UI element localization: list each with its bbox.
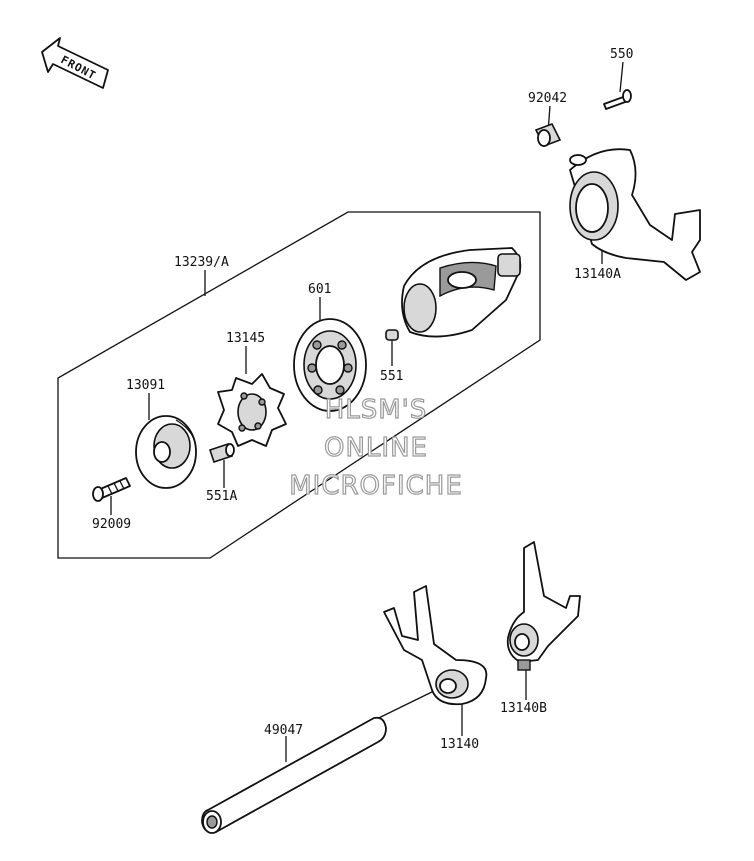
callout-551A: 551A (206, 489, 237, 504)
shift-cam-13145 (217, 373, 287, 447)
pin-551 (385, 329, 399, 341)
callout-551: 551 (380, 369, 403, 384)
watermark-line-2: ONLINE (324, 433, 428, 463)
shift-drum (401, 247, 522, 338)
shift-fork-13140B (506, 541, 581, 671)
leader-lines (110, 61, 624, 762)
callout-13145: 13145 (226, 331, 265, 346)
assembly-outline (57, 211, 541, 559)
bearing-601 (293, 318, 367, 412)
watermark-line-3: MICROFICHE (289, 471, 463, 501)
shift-fork-13140 (383, 585, 488, 706)
callout-550: 550 (610, 47, 633, 62)
callout-13091: 13091 (126, 378, 165, 393)
front-arrow-icon: FRONT (41, 37, 109, 89)
pin-551A (208, 442, 235, 464)
callout-13140B: 13140B (500, 701, 547, 716)
callout-13140A: 13140A (574, 267, 621, 282)
shift-fork-13140A (569, 148, 701, 281)
holder-13091 (135, 415, 197, 489)
collar-92042 (534, 122, 562, 148)
callout-49047: 49047 (264, 723, 303, 738)
callout-92009: 92009 (92, 517, 131, 532)
callout-13140: 13140 (440, 737, 479, 752)
screw-92009 (92, 477, 131, 502)
watermark-line-1: HLSM'S (325, 395, 428, 425)
callout-601: 601 (308, 282, 331, 297)
pin-550 (603, 89, 632, 110)
callout-92042: 92042 (528, 91, 567, 106)
shift-rod-49047 (201, 716, 387, 834)
callout-13239A: 13239/A (174, 255, 229, 270)
watermark: HLSM'S ONLINE MICROFICHE (289, 394, 463, 501)
